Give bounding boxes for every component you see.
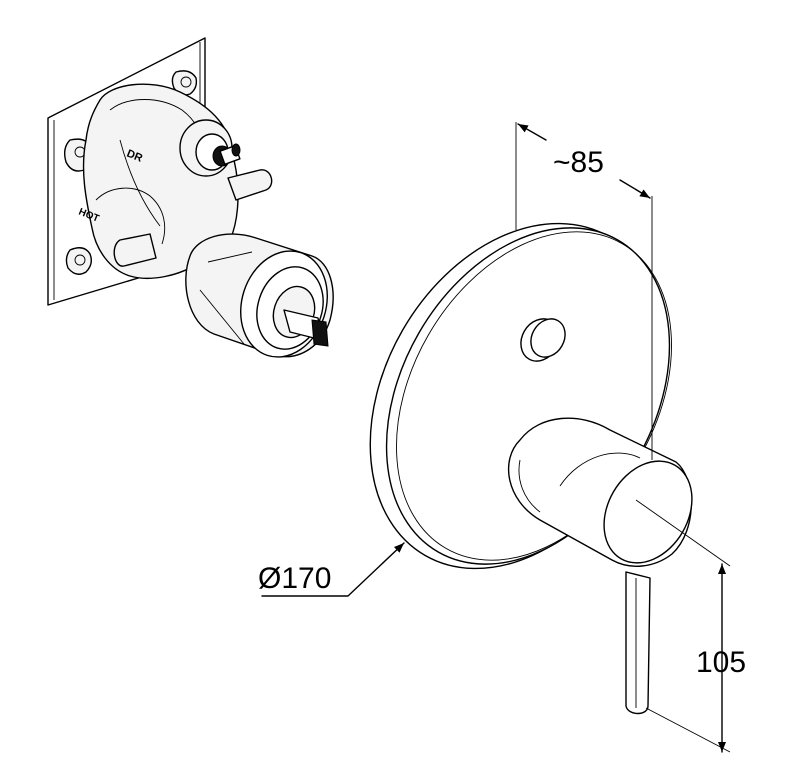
trim-assembly xyxy=(369,222,693,715)
valve-label-dr: DR xyxy=(125,148,144,165)
dimension-depth: ~85 xyxy=(515,122,653,460)
left-inlet xyxy=(113,233,157,267)
rough-in-valve: DR HOT xyxy=(47,37,334,358)
cartridge xyxy=(185,233,334,358)
dimension-lever-height: 105 xyxy=(635,499,746,753)
dimension-diameter: Ø170 xyxy=(258,542,405,597)
top-outlet-fitting xyxy=(179,119,241,177)
dimension-depth-label: ~85 xyxy=(553,146,604,179)
diverter-button xyxy=(520,318,566,362)
right-inlet xyxy=(227,169,273,201)
handle-body xyxy=(507,417,693,567)
dimension-lever-height-label: 105 xyxy=(696,646,746,679)
lever-handle xyxy=(625,571,651,715)
dimension-diameter-label: Ø170 xyxy=(258,562,331,595)
